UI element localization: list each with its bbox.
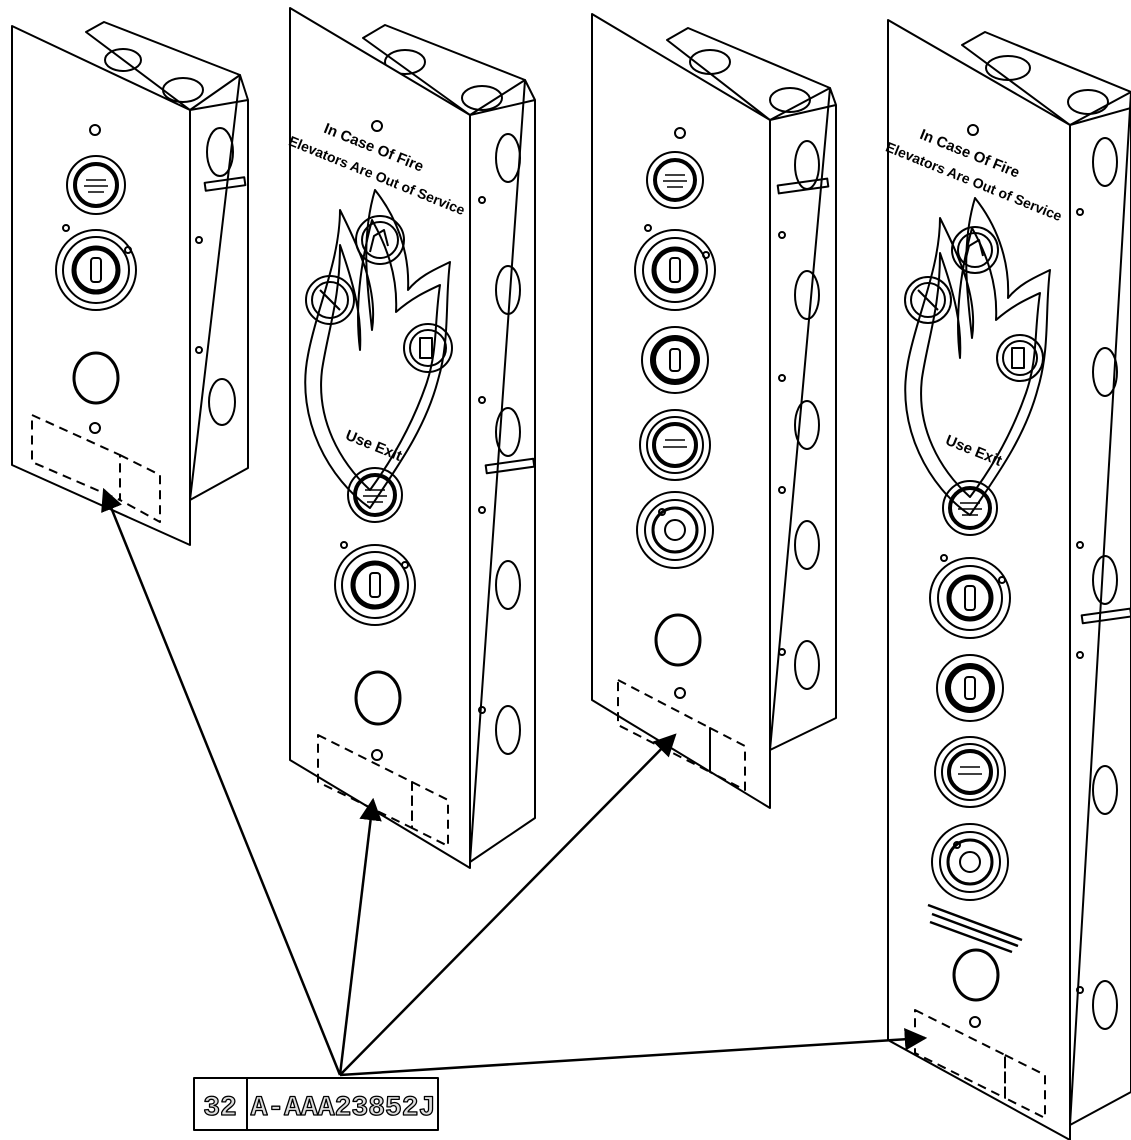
panel-4-back-box — [961, 31, 1131, 1126]
rotary-switch — [931, 823, 1009, 901]
panel-2-faceplate — [289, 7, 471, 869]
recall-indicator — [347, 467, 403, 523]
panel-3 — [591, 13, 837, 809]
key-switch — [334, 541, 416, 626]
panel-3-devices — [617, 127, 746, 791]
part-callout: 32 A-AAA23852J — [193, 1077, 439, 1131]
key-switch — [55, 224, 137, 311]
recall-indicator — [646, 151, 704, 209]
instruction-text-lines — [927, 903, 1023, 954]
panel-2: In Case Of Fire Elevators Are Out of Ser… — [286, 7, 536, 869]
leader-arrows — [101, 487, 928, 1077]
rotary-switch — [636, 491, 714, 569]
indicator — [639, 409, 711, 481]
recall-indicator — [66, 155, 126, 215]
key-switch — [929, 554, 1011, 639]
panel-1-back-box — [85, 21, 249, 501]
nameplate-outline — [317, 734, 449, 847]
panel-4: In Case Of Fire Elevators Are Out of Ser… — [883, 19, 1131, 1140]
nameplate-outline — [617, 679, 746, 791]
panel-3-back-box — [666, 27, 837, 751]
pushbutton — [952, 948, 1000, 1002]
panel-2-back-box — [362, 24, 536, 863]
callout-item-number: 32 — [203, 1093, 237, 1124]
key-switch — [634, 224, 716, 311]
pushbutton — [354, 670, 402, 726]
panel-1-faceplate — [11, 25, 191, 546]
pushbutton — [654, 613, 702, 667]
pushbutton — [72, 351, 120, 405]
flame-logo — [904, 197, 1051, 516]
flame-logo — [304, 189, 453, 509]
panel-1 — [11, 21, 249, 546]
key-switch-small — [936, 654, 1004, 722]
callout-part-number: A-AAA23852J — [251, 1093, 436, 1124]
indicator — [934, 736, 1006, 808]
recall-indicator — [942, 480, 998, 536]
key-switch-small — [641, 326, 709, 394]
